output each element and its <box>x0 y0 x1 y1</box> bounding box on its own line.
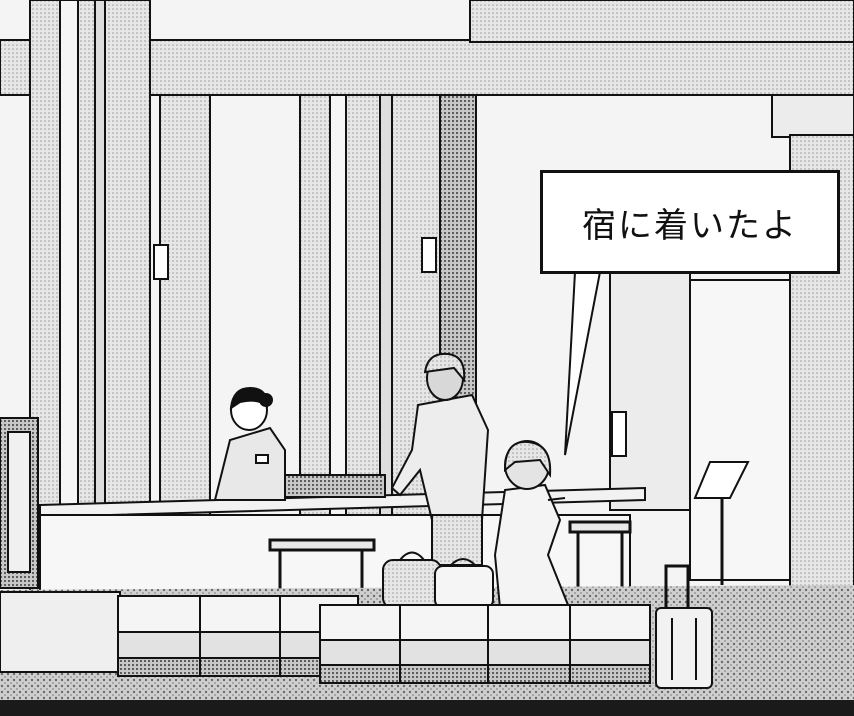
woman-seated <box>493 440 570 610</box>
rolling-suitcase <box>655 564 713 689</box>
man-checking-in <box>390 352 490 566</box>
floor-edge <box>0 700 854 716</box>
wall-lamp <box>421 237 437 273</box>
info-stand <box>693 461 750 585</box>
receptionist <box>213 386 286 501</box>
speech-bubble-text: 宿に着いたよ <box>582 205 798 246</box>
upper-panel <box>469 0 854 43</box>
luggage-bags <box>382 551 494 609</box>
wall-lamp <box>153 244 169 280</box>
wall-plaque <box>611 411 627 457</box>
lantern-lamp <box>0 417 39 589</box>
speech-bubble: 宿に着いたよ <box>540 170 840 274</box>
right-sign-panel <box>771 94 854 138</box>
lobby-ottomans <box>0 591 651 684</box>
counter-equipment <box>284 474 386 498</box>
